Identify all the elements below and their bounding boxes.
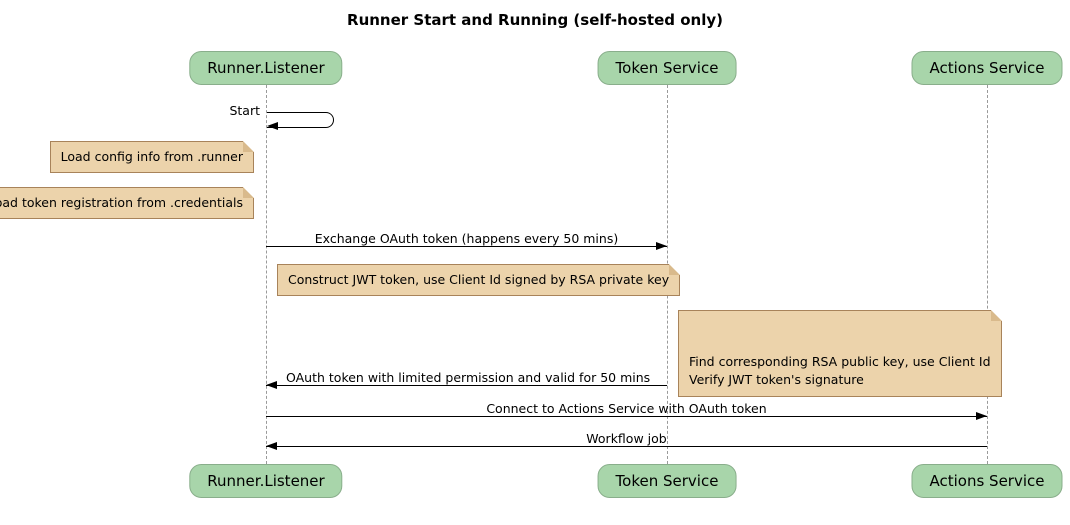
message-workflow-line	[266, 446, 987, 447]
actor-label: Actions Service	[929, 59, 1045, 77]
arrowhead-right-icon	[976, 412, 987, 420]
actor-runner-listener-top: Runner.Listener	[189, 51, 343, 85]
arrowhead-left-icon	[267, 122, 278, 130]
actor-actions-service-bottom: Actions Service	[911, 464, 1063, 498]
note-load-config: Load config info from .runner	[49, 141, 254, 174]
message-workflow-label: Workflow job	[586, 431, 667, 446]
note-fold-icon	[669, 264, 681, 275]
note-construct-jwt: Construct JWT token, use Client Id signe…	[277, 264, 681, 297]
lifeline-actions-service	[987, 85, 988, 464]
message-exchange-line	[266, 246, 667, 247]
note-text: Find corresponding RSA public key, use C…	[689, 354, 991, 388]
message-connect-label: Connect to Actions Service with OAuth to…	[486, 401, 767, 416]
actor-label: Token Service	[615, 59, 719, 77]
actor-actions-service-top: Actions Service	[911, 51, 1063, 85]
actor-label: Actions Service	[929, 472, 1045, 490]
note-load-token: Load token registration from .credential…	[0, 187, 254, 220]
actor-runner-listener-bottom: Runner.Listener	[189, 464, 343, 498]
note-fold-icon	[990, 310, 1002, 321]
note-fold-icon	[243, 187, 254, 198]
message-oauth-return-label: OAuth token with limited permission and …	[286, 370, 651, 385]
actor-label: Token Service	[615, 472, 719, 490]
actor-token-service-bottom: Token Service	[597, 464, 737, 498]
arrowhead-left-icon	[266, 442, 277, 450]
actor-label: Runner.Listener	[207, 59, 325, 77]
arrowhead-left-icon	[266, 381, 277, 389]
message-start-label: Start	[229, 103, 260, 118]
lifeline-runner-listener	[266, 85, 267, 464]
note-text: Construct JWT token, use Client Id signe…	[288, 272, 670, 287]
diagram-title: Runner Start and Running (self-hosted on…	[347, 11, 723, 29]
note-verify-jwt: Find corresponding RSA public key, use C…	[678, 310, 1002, 397]
note-fold-icon	[243, 141, 254, 152]
note-text: Load config info from .runner	[60, 149, 243, 164]
message-oauth-return-line	[266, 385, 667, 386]
message-connect-line	[266, 416, 987, 417]
actor-token-service-top: Token Service	[597, 51, 737, 85]
actor-label: Runner.Listener	[207, 472, 325, 490]
message-exchange-label: Exchange OAuth token (happens every 50 m…	[314, 231, 619, 246]
self-message-loop	[267, 112, 334, 128]
note-text: Load token registration from .credential…	[0, 195, 243, 210]
arrowhead-right-icon	[656, 242, 667, 250]
